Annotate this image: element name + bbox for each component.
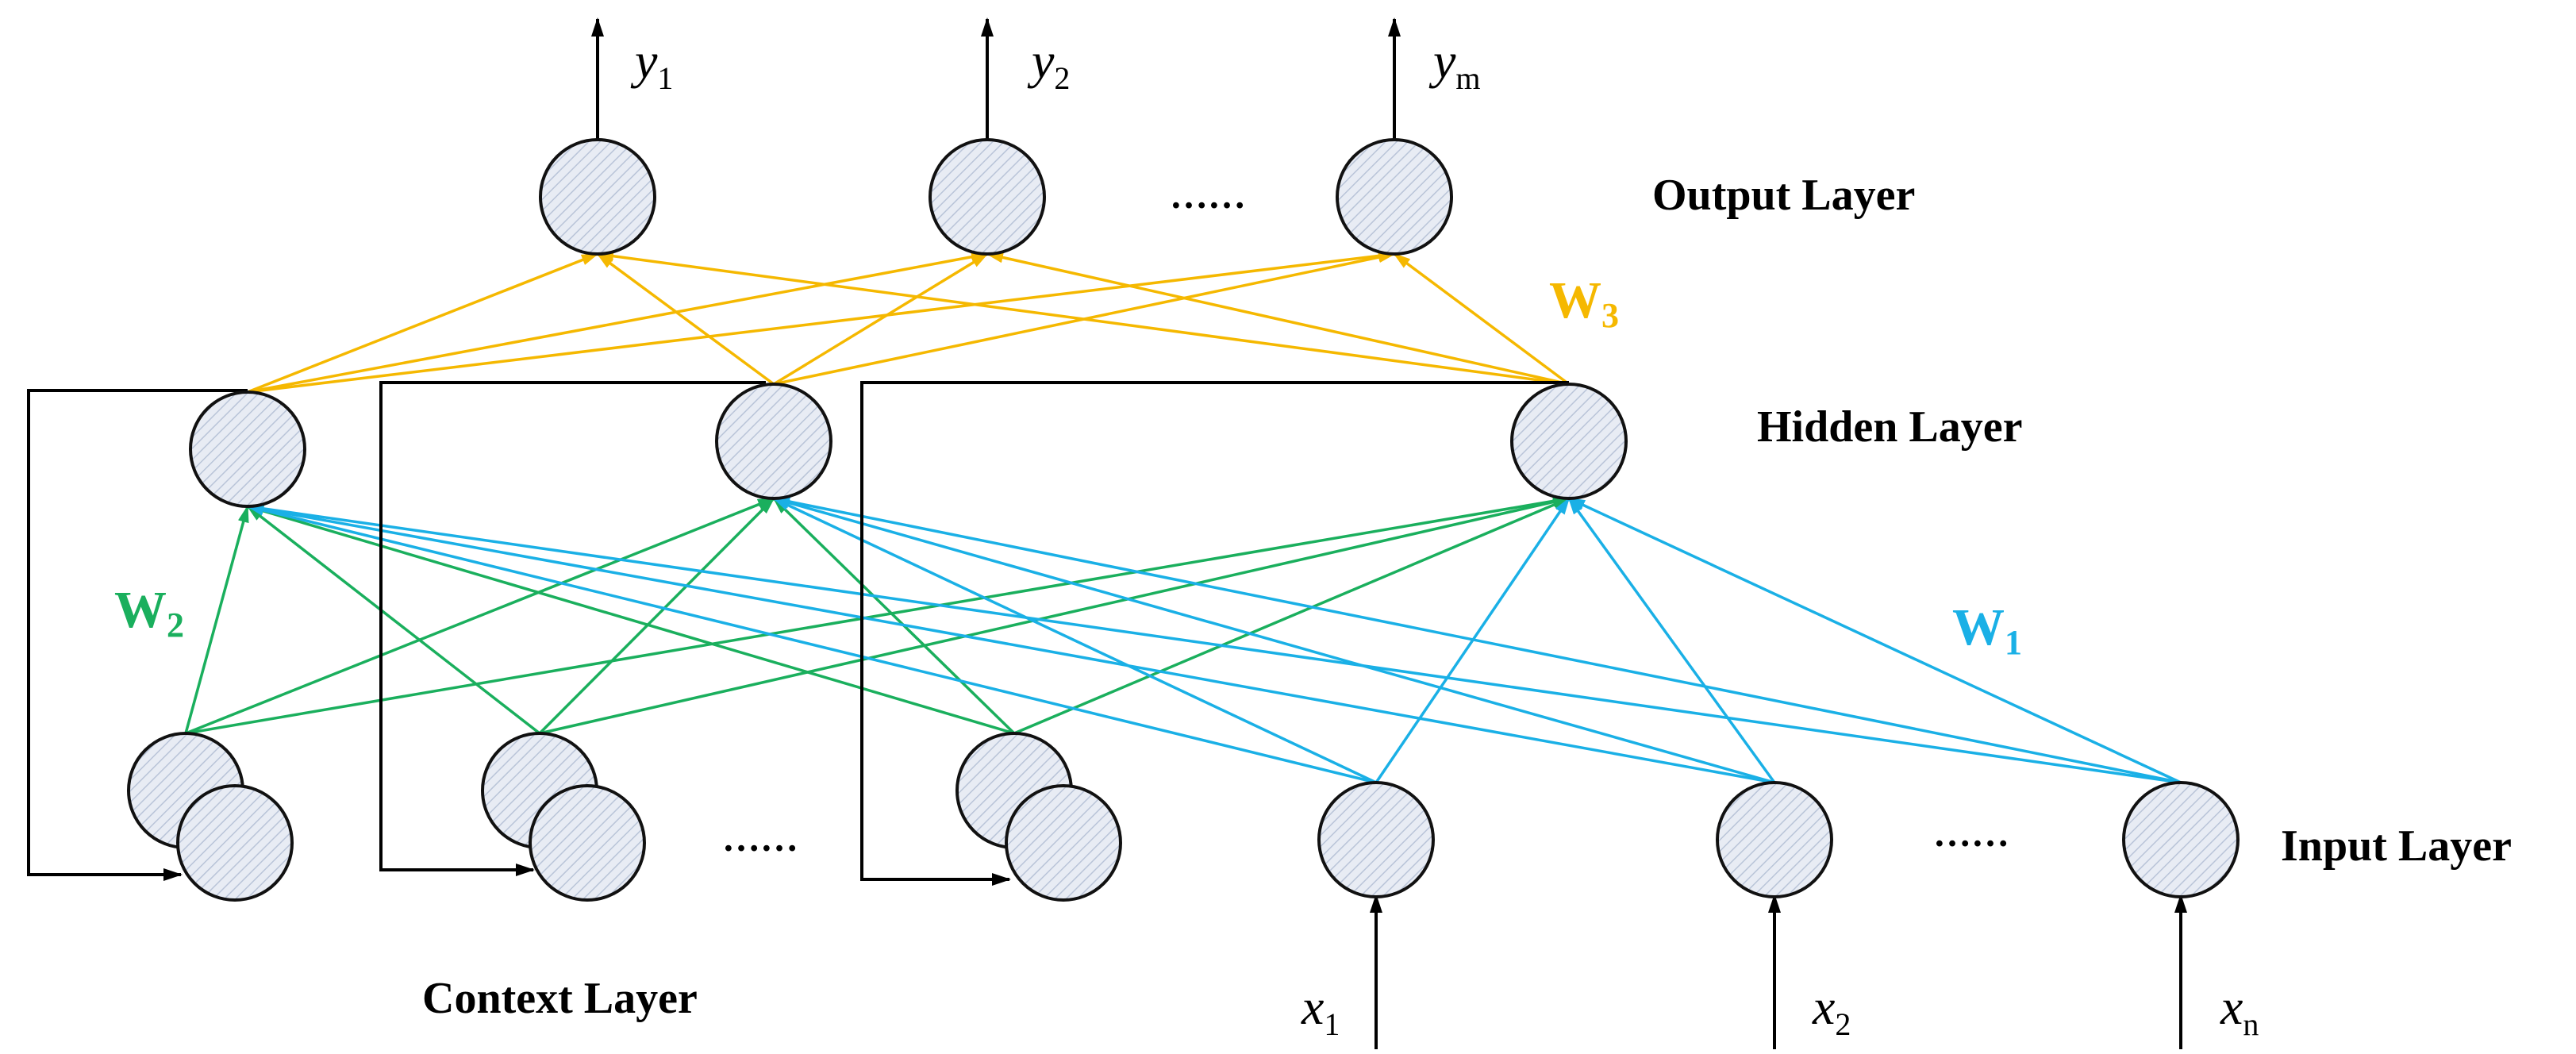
input-label-2: x2 — [1812, 979, 1851, 1042]
input-to-hidden-3-to-1 — [246, 502, 2182, 784]
context-ellipsis: …… — [722, 817, 798, 860]
context-to-hidden-3-to-1 — [246, 505, 1015, 735]
input-layer-label: Input Layer — [2281, 821, 2512, 871]
w1-label: W1 — [1952, 598, 2022, 662]
context-to-hidden-2-to-1 — [246, 505, 541, 735]
hidden-to-output-1-to-3 — [247, 250, 1396, 394]
input-to-hidden-2-to-3 — [1567, 497, 1776, 784]
feedback-loop-2 — [379, 381, 766, 876]
input-label-3: xn — [2220, 979, 2259, 1042]
context-to-hidden-3-to-2 — [772, 497, 1016, 735]
feedback-loop-1 — [27, 389, 248, 881]
w1-connections — [246, 496, 2182, 784]
output-node-3 — [1336, 138, 1453, 256]
hidden-to-output-2-to-2 — [773, 252, 989, 386]
w3-label: W3 — [1549, 271, 1619, 335]
input-arrows — [1370, 894, 2187, 1049]
feedback-loops — [27, 381, 1569, 886]
hidden-layer-nodes — [189, 383, 1628, 508]
output-node-2 — [929, 138, 1046, 256]
context-node-1-front — [176, 784, 294, 902]
feedback-loop-3 — [860, 381, 1569, 886]
hidden-to-output-3-to-3 — [1393, 252, 1571, 386]
input-label-1: x1 — [1301, 979, 1340, 1042]
hidden-node-3 — [1510, 383, 1628, 500]
input-ellipsis: …… — [1933, 813, 2009, 855]
w2-label: W2 — [114, 581, 184, 644]
context-to-hidden-3-to-3 — [1013, 497, 1571, 735]
output-arrows — [591, 17, 1401, 140]
input-to-hidden-1-to-1 — [246, 504, 1377, 784]
hidden-to-output-3-to-1 — [596, 250, 1570, 386]
hidden-to-output-2-to-1 — [596, 252, 775, 386]
output-layer-label: Output Layer — [1652, 171, 1915, 220]
output-label-3: ym — [1428, 33, 1481, 96]
input-to-hidden-2-to-1 — [246, 503, 1775, 784]
input-to-hidden-2-to-2 — [772, 497, 1775, 784]
input-node-3 — [2122, 781, 2240, 898]
hidden-to-output-1-to-1 — [247, 252, 599, 394]
context-node-3-front — [1005, 784, 1122, 902]
w2-connections — [184, 495, 1571, 735]
hidden-node-2 — [715, 383, 832, 500]
hidden-layer-label: Hidden Layer — [1757, 402, 2022, 452]
output-layer-nodes — [539, 138, 1453, 256]
context-node-2-front — [529, 784, 646, 902]
hidden-node-1 — [189, 390, 306, 508]
context-to-hidden-1-to-3 — [185, 495, 1571, 735]
input-to-hidden-3-to-2 — [772, 496, 2182, 784]
w3-connections — [247, 250, 1571, 394]
hidden-to-output-3-to-2 — [986, 252, 1570, 386]
input-node-1 — [1317, 781, 1435, 898]
context-to-hidden-2-to-2 — [538, 497, 775, 735]
context-to-hidden-1-to-1 — [184, 505, 249, 734]
context-layer-label: Context Layer — [422, 974, 698, 1023]
input-layer-nodes — [1317, 781, 2240, 898]
hidden-to-output-1-to-2 — [247, 251, 989, 394]
context-to-hidden-2-to-3 — [539, 496, 1571, 735]
output-label-2: y2 — [1027, 33, 1070, 96]
context-to-hidden-1-to-2 — [185, 497, 775, 735]
output-node-1 — [539, 138, 656, 256]
input-to-hidden-3-to-3 — [1567, 497, 2182, 784]
output-label-1: y1 — [630, 33, 673, 96]
input-to-hidden-1-to-2 — [772, 497, 1377, 784]
output-ellipsis: …… — [1170, 175, 1246, 217]
input-node-2 — [1716, 781, 1833, 898]
context-layer-nodes — [127, 732, 1122, 902]
